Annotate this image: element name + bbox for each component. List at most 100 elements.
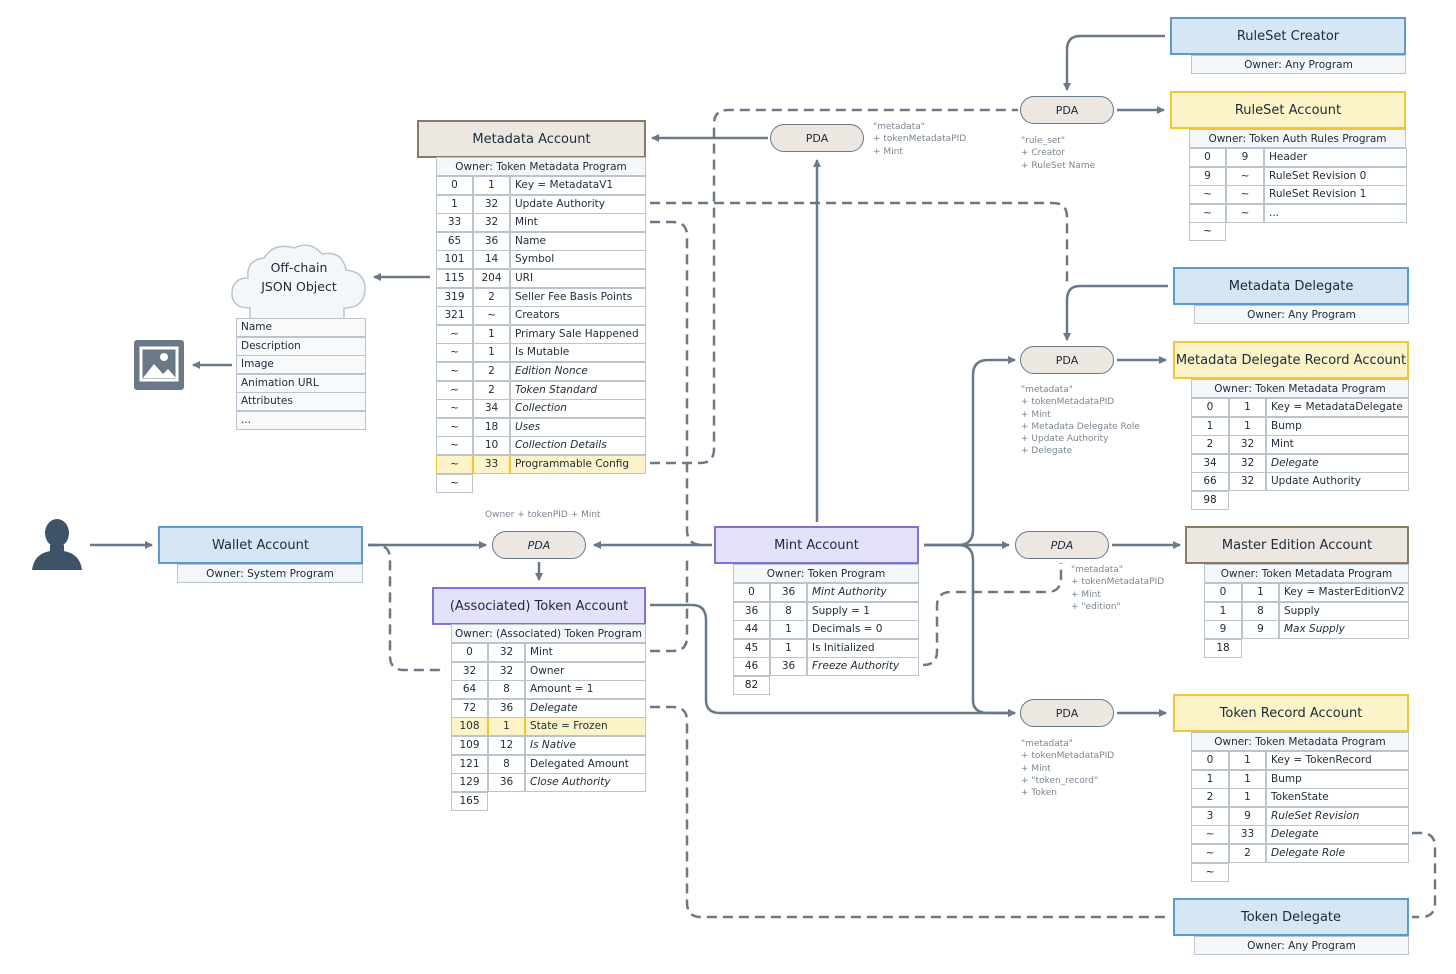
field-offset: 66 bbox=[1191, 472, 1229, 492]
field-size: 1 bbox=[770, 638, 807, 658]
field-row: 9~RuleSet Revision 0 bbox=[1189, 166, 1407, 186]
field-size: 32 bbox=[488, 661, 525, 681]
field-size: ~ bbox=[1226, 203, 1264, 223]
field-name: Update Authority bbox=[1266, 472, 1409, 492]
field-offset: 46 bbox=[733, 657, 770, 677]
offchain-title-line1: Off-chain bbox=[270, 260, 328, 275]
token-record-owner: Owner: Token Metadata Program bbox=[1191, 732, 1409, 751]
field-offset: ~ bbox=[436, 343, 473, 363]
field-size: 2 bbox=[473, 362, 510, 381]
wallet-account-title: Wallet Account bbox=[212, 537, 309, 553]
field-offset: 0 bbox=[1191, 398, 1229, 417]
field-offset: 0 bbox=[1189, 148, 1226, 167]
offchain-field: Description bbox=[236, 336, 366, 356]
field-name: Mint bbox=[525, 643, 646, 662]
field-size: 9 bbox=[1226, 148, 1264, 167]
note-line: "rule_set" bbox=[1021, 136, 1065, 146]
field-name: Seller Fee Basis Points bbox=[510, 287, 646, 307]
image-icon bbox=[134, 340, 184, 390]
offchain-title: Off-chain JSON Object bbox=[240, 258, 358, 296]
field-name: URI bbox=[510, 269, 646, 288]
offchain-field: ... bbox=[236, 411, 366, 430]
field-size: 32 bbox=[1229, 453, 1266, 473]
token-record-header: Token Record Account bbox=[1173, 694, 1409, 732]
field-size: 32 bbox=[473, 194, 510, 214]
token-delegate-title: Token Delegate bbox=[1240, 909, 1342, 925]
note-line: + Token bbox=[1021, 788, 1058, 799]
field-offset: ~ bbox=[436, 436, 473, 456]
field-row: ~~RuleSet Revision 1 bbox=[1189, 185, 1407, 205]
total-size: ~ bbox=[1191, 862, 1229, 882]
token-account-header: (Associated) Token Account bbox=[432, 587, 646, 625]
dash-record-delegate-to-token-delegate bbox=[1412, 831, 1437, 919]
field-size: 1 bbox=[1242, 583, 1279, 602]
field-size: 32 bbox=[488, 643, 525, 662]
note-ata-seeds: Owner + tokenPID + Mint bbox=[485, 510, 601, 520]
field-name: State = Frozen bbox=[525, 717, 646, 737]
total-size: 18 bbox=[1204, 638, 1242, 658]
field-name: RuleSet Revision 1 bbox=[1264, 185, 1407, 205]
field-size: 14 bbox=[473, 250, 510, 270]
pda-label: PDA bbox=[1055, 706, 1079, 720]
field-name: Is Mutable bbox=[510, 343, 646, 363]
pda-label: PDA bbox=[1050, 538, 1074, 552]
mint-account-header: Mint Account bbox=[714, 526, 919, 564]
field-offset: ~ bbox=[436, 455, 473, 474]
arrow-token-account-to-record-pda bbox=[650, 603, 1016, 717]
note-line: + Delegate bbox=[1021, 446, 1073, 457]
field-offset: ~ bbox=[1191, 825, 1229, 845]
note-line: + tokenMetadataPID bbox=[1021, 397, 1115, 408]
metadata-delegate-owner: Owner: Any Program bbox=[1194, 305, 1409, 324]
field-size: 1 bbox=[1229, 398, 1266, 417]
field-name: Is Native bbox=[525, 736, 646, 755]
field-offset: 1 bbox=[1191, 416, 1229, 436]
offchain-field: Animation URL bbox=[236, 373, 366, 393]
field-offset: ~ bbox=[436, 324, 473, 344]
field-size: 34 bbox=[473, 399, 510, 419]
note-line: "metadata" bbox=[1021, 739, 1073, 749]
field-size: 10 bbox=[473, 436, 510, 456]
field-name: Primary Sale Happened bbox=[510, 324, 646, 344]
field-size: 1 bbox=[473, 324, 510, 344]
field-name: Creators bbox=[510, 306, 646, 326]
field-name: Update Authority bbox=[510, 194, 646, 214]
field-name: Bump bbox=[1266, 416, 1409, 436]
field-offset: 1 bbox=[436, 194, 473, 214]
pda-metadata-delegate: PDA bbox=[1020, 346, 1114, 374]
note-line: + "edition" bbox=[1071, 601, 1121, 612]
metadata-account-owner: Owner: Token Metadata Program bbox=[436, 157, 646, 176]
field-size: 32 bbox=[1229, 472, 1266, 492]
user-silhouette-icon bbox=[32, 519, 82, 570]
field-name: Bump bbox=[1266, 769, 1409, 789]
note-line: + Creator bbox=[1021, 148, 1065, 159]
pda-token-record: PDA bbox=[1020, 699, 1114, 727]
field-name: Key = TokenRecord bbox=[1266, 751, 1409, 770]
field-offset: 0 bbox=[451, 643, 488, 662]
metadata-delegate-title: Metadata Delegate bbox=[1228, 278, 1354, 294]
field-size: 204 bbox=[473, 269, 510, 288]
field-offset: 0 bbox=[733, 583, 770, 602]
field-offset: ~ bbox=[436, 399, 473, 419]
field-name: Is Initialized bbox=[807, 638, 919, 658]
field-name: Close Authority bbox=[525, 773, 646, 793]
